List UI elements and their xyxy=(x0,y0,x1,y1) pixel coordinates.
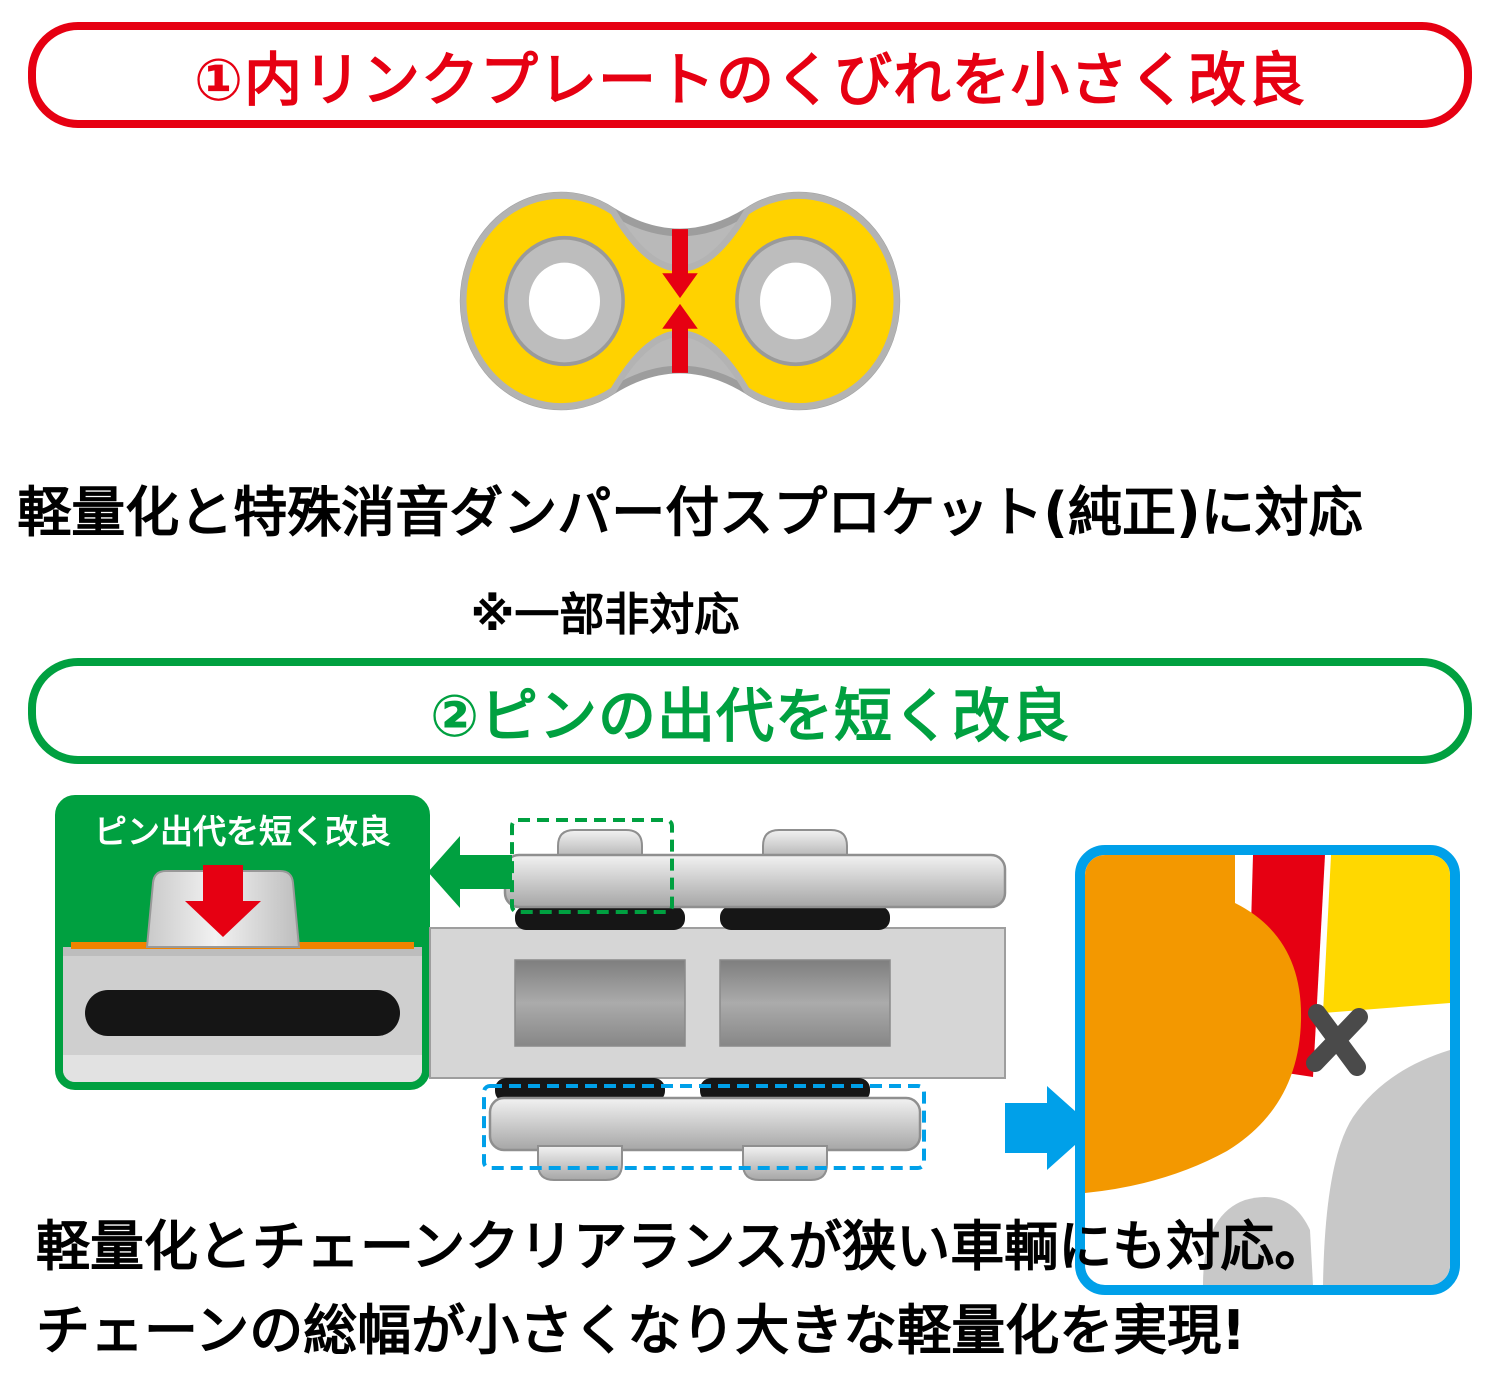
roller-right xyxy=(719,959,891,1047)
section2-banner: ②ピンの出代を短く改良 xyxy=(28,658,1472,764)
plate-seam xyxy=(63,947,422,956)
section1-title: ①内リンクプレートのくびれを小さく改良 xyxy=(193,46,1307,114)
oring-cross-section xyxy=(85,990,400,1036)
sprocket-closeup-inset xyxy=(1075,845,1460,1295)
chain-side-view xyxy=(420,800,1100,1200)
pin-hole-left xyxy=(528,262,600,340)
section2-caption-line1: 軽量化とチェーンクリアランスが狭い車輌にも対応。 xyxy=(36,1215,1329,1278)
pin-end-x-mark xyxy=(1306,1004,1368,1076)
oring-top-right xyxy=(720,906,890,930)
section2-title: ②ピンの出代を短く改良 xyxy=(429,682,1071,750)
inner-link-plate-illustration xyxy=(440,162,920,440)
chain-plate-gray-right xyxy=(1323,1050,1450,1285)
plate-bottom-strip xyxy=(63,1055,422,1082)
section2-caption-line2: チェーンの総幅が小さくなり大きな軽量化を実現! xyxy=(36,1299,1246,1362)
blue-dashed-callout xyxy=(482,1084,926,1170)
roller-left xyxy=(514,959,686,1047)
pin-closeup-label: ピン出代を短く改良 xyxy=(63,803,422,855)
arrow-up-icon xyxy=(662,303,698,373)
chain-plate-gray-bottom xyxy=(1203,1196,1313,1285)
arrow-left-icon xyxy=(428,836,512,908)
sprocket-yellow-region xyxy=(1323,855,1450,1013)
arrow-right-icon xyxy=(1005,1086,1094,1170)
outer-plate-bottom xyxy=(488,1096,922,1152)
pin-head-bottom-left xyxy=(537,1145,623,1181)
section1-banner: ①内リンクプレートのくびれを小さく改良 xyxy=(28,22,1472,128)
outer-plate-top xyxy=(503,853,1007,909)
sprocket-tooth-orange xyxy=(1085,855,1302,1193)
pin-closeup-svg xyxy=(63,855,422,1082)
arrow-down-icon xyxy=(662,229,698,299)
chain-side-view-svg xyxy=(428,818,1094,1181)
sprocket-closeup-svg xyxy=(1085,855,1450,1285)
link-plate-svg xyxy=(459,191,901,411)
pin-hole-right xyxy=(760,262,832,340)
pin-head-bottom-right xyxy=(742,1145,828,1181)
arrow-down-icon xyxy=(185,865,261,937)
pin-closeup-inset: ピン出代を短く改良 xyxy=(55,795,430,1090)
section1-note: ※一部非対応 xyxy=(470,588,740,641)
section1-caption: 軽量化と特殊消音ダンパー付スプロケット(純正)に対応 xyxy=(17,481,1363,544)
oring-top-left xyxy=(515,906,685,930)
